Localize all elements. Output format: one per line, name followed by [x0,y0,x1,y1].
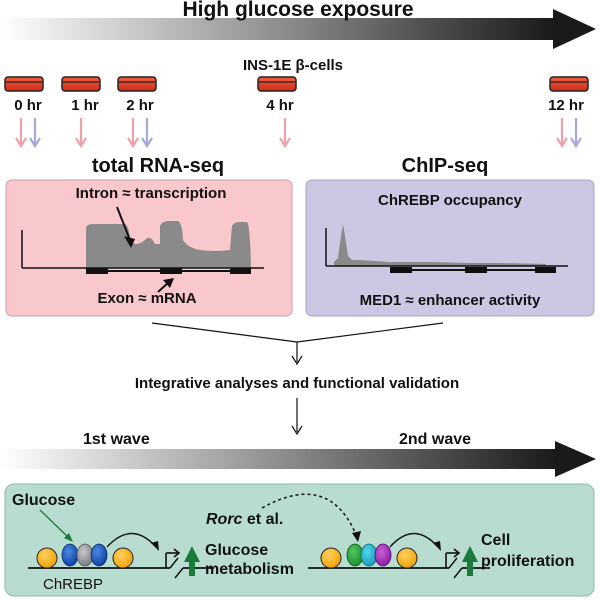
exon-pointer-arrow [157,278,174,293]
nucleosome-right-1 [320,547,342,569]
first-wave-label: 1st wave [83,431,150,448]
pink-arrow-12hr [556,118,568,149]
rna-seq-heading: total RNA-seq [92,155,224,177]
sample-arrows [15,118,582,149]
cell-proliferation-line2: proliferation [481,553,574,570]
chip-seq-heading: ChIP-seq [402,155,489,177]
second-wave-label: 2nd wave [399,431,471,448]
exon-label: Exon ≈ mRNA [97,290,196,307]
wave-gradient-arrow [0,441,596,477]
chip-coverage-track [325,224,568,267]
time-label-1hr: 1 hr [71,97,99,114]
regulation-arrow-right [389,532,439,548]
rorc-label: Rorc et al. [206,511,283,528]
rorc-gene-name: Rorc [206,511,243,528]
tss-arrow-left [165,548,181,568]
lavender-arrow-0hr [29,118,41,149]
factor-purple [374,543,392,567]
first-wave-complex [28,532,214,579]
rorc-dotted-arrow [261,493,358,538]
upregulation-arrow-left [184,546,200,576]
rna-gene-model [86,268,251,274]
chip-gene-model [390,267,556,273]
glucose-pointer-arrow [39,509,73,542]
culture-dish-1hr [61,76,101,92]
culture-dish-0hr [4,76,44,92]
med1-label: MED1 ≈ enhancer activity [360,292,541,309]
rorc-et-al: et al. [242,511,283,528]
nucleosome-left-1 [36,547,58,569]
cell-proliferation-line1: Cell [481,532,510,549]
tss-arrow-right [445,548,461,568]
chip-seq-panel [305,179,595,317]
glucose-label: Glucose [12,492,75,509]
cells-label: INS-1E β-cells [243,57,343,74]
chrebp-protein-3 [90,543,108,567]
integrative-label: Integrative analyses and functional vali… [135,375,459,392]
regulation-arrow-left [106,532,157,548]
intron-label: Intron ≈ transcription [76,185,227,202]
pink-arrow-4hr [279,118,291,149]
pink-arrow-1hr [75,118,87,149]
culture-dish-2hr [117,76,157,92]
time-label-4hr: 4 hr [266,97,294,114]
second-wave-complex [308,532,490,579]
glucose-metabolism-line1: Glucose [205,542,268,559]
lavender-arrow-12hr [570,118,582,149]
rorc-dotted-arrowhead [352,531,361,542]
down-arrow-to-waves [291,398,303,436]
intron-pointer-arrow [116,206,135,248]
time-gradient-arrow [0,9,596,49]
top-title: High glucose exposure [182,0,413,21]
culture-dish-4hr [257,76,297,92]
upregulation-arrow-right [462,546,478,576]
pink-arrow-2hr [127,118,139,149]
lavender-arrow-2hr [141,118,153,149]
chrebp-label: ChREBP [43,576,103,593]
time-label-2hr: 2 hr [126,97,154,114]
pink-arrow-0hr [15,118,27,149]
nucleosome-right-2 [396,547,418,569]
chrebp-protein-1 [61,543,79,567]
culture-dish-12hr [549,76,589,92]
time-label-12hr: 12 hr [548,97,584,114]
time-label-0hr: 0 hr [14,97,42,114]
glucose-metabolism-line2: metabolism [205,561,294,578]
convergence-connector [151,322,444,366]
chrebp-occupancy-label: ChREBP occupancy [378,192,523,209]
nucleosome-left-2 [112,547,134,569]
